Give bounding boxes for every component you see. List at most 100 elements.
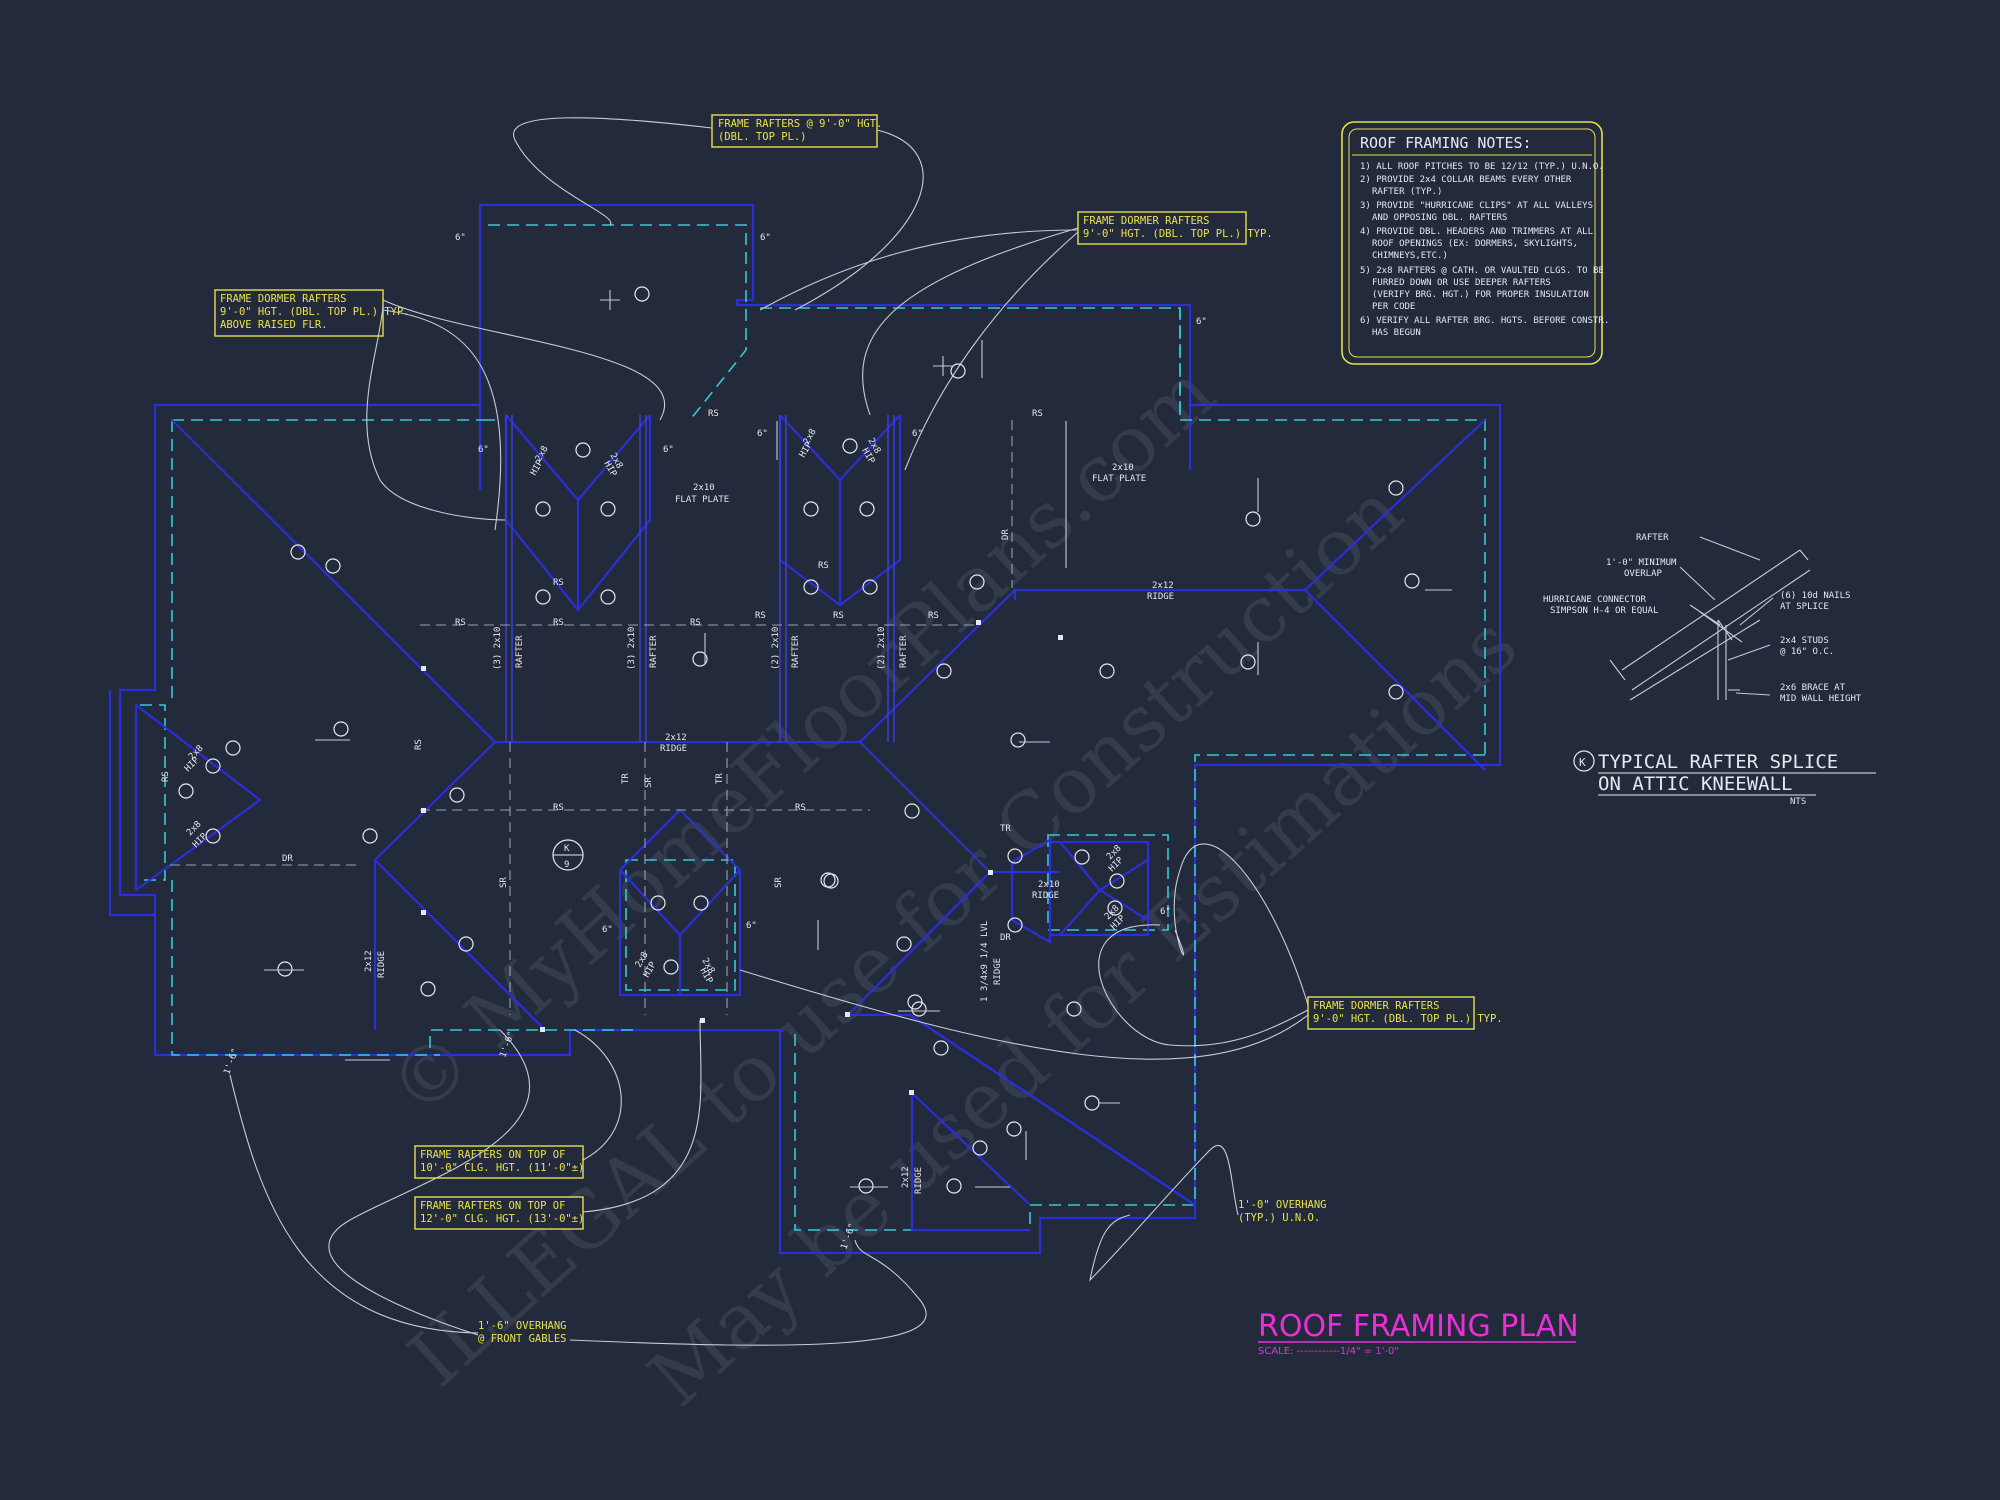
label-rafter-3x2x10-b: (3) 2x10	[627, 627, 637, 670]
plan-scale: SCALE: ------------1/4" = 1'-0"	[1258, 1346, 1399, 1357]
label-sr-1: SR	[499, 877, 509, 888]
detail-overlap-line-2: OVERLAP	[1624, 569, 1663, 579]
note-1-line-1: 1) ALL ROOF PITCHES TO BE 12/12 (TYP.) U…	[1360, 162, 1604, 172]
detail-studs-line-2: @ 16" O.C.	[1780, 647, 1834, 657]
detail-brace-line-2: MID WALL HEIGHT	[1780, 694, 1862, 704]
detail-nails-line-1: (6) 10d NAILS	[1780, 591, 1850, 601]
label-rs-v1: RS	[414, 739, 424, 750]
label-rs-3: RS	[455, 618, 466, 628]
label-rafter-3x2x10-a: (3) 2x10	[493, 627, 503, 670]
label-ridge-2: RIDGE	[660, 744, 687, 754]
detail-overlap-line-1: 1'-0" MINIMUM	[1606, 558, 1677, 568]
label-dr-3: DR	[1000, 933, 1011, 943]
detail-marker: K	[1579, 756, 1586, 769]
label-ridge-1: RIDGE	[1147, 592, 1174, 602]
plan-title: ROOF FRAMING PLAN	[1258, 1309, 1579, 1344]
note-3-line-2: AND OPPOSING DBL. RAFTERS	[1372, 213, 1507, 223]
note-5-line-1: 5) 2x8 RAFTERS @ CATH. OR VAULTED CLGS. …	[1360, 266, 1604, 276]
label-ridge-1-size: 2x12	[1152, 581, 1174, 591]
label-ridge-3: RIDGE	[1032, 891, 1059, 901]
callout-box-4: FRAME DORMER RAFTERS 9'-0" HGT. (DBL. TO…	[1307, 996, 1503, 1030]
label-rs-4: RS	[553, 618, 564, 628]
label-lvl-ridge: RIDGE	[993, 958, 1003, 985]
label-flat-plate-1-size: 2x10	[693, 483, 715, 493]
label-flat-plate-2-size: 2x10	[1112, 463, 1134, 473]
detail-hurricane-line-2: SIMPSON H-4 OR EQUAL	[1550, 606, 1658, 616]
note-4-line-3: CHIMNEYS,ETC.)	[1372, 251, 1448, 261]
label-rafter-b: RAFTER	[649, 635, 659, 668]
label-ridge-3-size: 2x10	[1038, 880, 1060, 890]
callout-2-line-1: FRAME DORMER RAFTERS	[220, 293, 346, 305]
callout-4-line-1: FRAME DORMER RAFTERS	[1313, 1000, 1439, 1012]
label-ridge-2-size: 2x12	[665, 733, 687, 743]
label-flat-plate-1: FLAT PLATE	[675, 495, 729, 505]
label-tr-1: TR	[621, 773, 631, 784]
label-6in-8: 6"	[602, 925, 613, 935]
note-5-line-3: (VERIFY BRG. HGT.) FOR PROPER INSULATION	[1372, 290, 1589, 300]
detail-title-line-2: ON ATTIC KNEEWALL	[1598, 773, 1792, 795]
label-dr-2: DR	[282, 854, 293, 864]
callout-5-line-1: FRAME RAFTERS ON TOP OF	[420, 1149, 565, 1161]
label-6in-4: 6"	[478, 445, 489, 455]
label-ridge-v2: RIDGE	[914, 1167, 924, 1194]
label-6in-5: 6"	[663, 445, 674, 455]
label-ridge-v1: RIDGE	[377, 951, 387, 978]
label-rs-v2: RS	[161, 771, 171, 782]
plan-title-block: ROOF FRAMING PLAN SCALE: ------------1/4…	[1258, 1309, 1579, 1357]
label-6in-10: 6"	[1160, 907, 1171, 917]
label-6in-6: 6"	[757, 429, 768, 439]
callout-1-line-2: (DBL. TOP PL.)	[718, 131, 807, 143]
rafter-splice-detail: RAFTER 1'-0" MINIMUM OVERLAP HURRICANE C…	[1543, 533, 1876, 807]
label-6in-3: 6"	[1196, 317, 1207, 327]
callout-box-6: FRAME RAFTERS ON TOP OF 12'-0" CLG. HGT.…	[414, 1196, 584, 1230]
note-2-line-2: RAFTER (TYP.)	[1372, 187, 1442, 197]
callout-6-line-1: FRAME RAFTERS ON TOP OF	[420, 1200, 565, 1212]
building-outline	[118, 203, 1502, 1255]
label-tr-2: TR	[715, 773, 725, 784]
label-rs-5: RS	[690, 618, 701, 628]
callout-2-line-2: 9'-0" HGT. (DBL. TOP PL.) TYP.	[220, 306, 410, 318]
label-lvl: 1 3/4x9 1/4 LVL	[980, 921, 990, 1002]
pitch-tags	[178, 286, 1452, 1194]
callout-4-line-2: 9'-0" HGT. (DBL. TOP PL.) TYP.	[1313, 1013, 1503, 1025]
note-4-line-1: 4) PROVIDE DBL. HEADERS AND TRIMMERS AT …	[1360, 227, 1593, 237]
note-6-line-1: 6) VERIFY ALL RAFTER BRG. HGTS. BEFORE C…	[1360, 316, 1609, 326]
detail-nts: NTS	[1790, 797, 1806, 807]
callout-3-line-1: FRAME DORMER RAFTERS	[1083, 215, 1209, 227]
callout-5-line-2: 10'-0" CLG. HGT. (11'-0"±)	[420, 1162, 584, 1174]
label-rs-8: RS	[928, 611, 939, 621]
callout-box-3: FRAME DORMER RAFTERS 9'-0" HGT. (DBL. TO…	[1077, 211, 1273, 245]
notes-title: ROOF FRAMING NOTES:	[1360, 134, 1532, 152]
watermark: © MyHomeFloorPlans.com ILLEGAL to use fo…	[372, 347, 1534, 1424]
label-sr-2: SR	[644, 777, 654, 788]
detail-title-line-1: TYPICAL RAFTER SPLICE	[1598, 751, 1838, 773]
label-rafter-2x2x10-a: (2) 2x10	[771, 627, 781, 670]
callout-box-5: FRAME RAFTERS ON TOP OF 10'-0" CLG. HGT.…	[414, 1145, 584, 1179]
detail-studs-line-1: 2x4 STUDS	[1780, 636, 1829, 646]
label-1ft6-1: 1'-6"	[222, 1047, 241, 1076]
label-6in-9: 6"	[746, 921, 757, 931]
label-flat-plate-2: FLAT PLATE	[1092, 474, 1146, 484]
note-2-line-1: 2) PROVIDE 2x4 COLLAR BEAMS EVERY OTHER	[1360, 175, 1572, 185]
label-rs-2: RS	[1032, 409, 1043, 419]
overhang-2-line-1: 1'-6" OVERHANG	[478, 1320, 567, 1332]
overhang-note-1: 1'-0" OVERHANG (TYP.) U.N.O.	[1238, 1199, 1327, 1224]
label-rafter-d: RAFTER	[899, 635, 909, 668]
label-rs-10: RS	[818, 561, 829, 571]
note-6-line-2: HAS BEGUN	[1372, 328, 1421, 338]
section-tag-k: K	[564, 844, 570, 854]
roof-framing-notes: ROOF FRAMING NOTES: 1) ALL ROOF PITCHES …	[1341, 121, 1609, 365]
detail-nails-line-2: AT SPLICE	[1780, 602, 1829, 612]
overhang-1-line-2: (TYP.) U.N.O.	[1238, 1212, 1320, 1224]
label-rs-12: RS	[795, 803, 806, 813]
label-tr-3: TR	[1000, 824, 1011, 834]
label-rs-6: RS	[755, 611, 766, 621]
detail-hurricane-line-1: HURRICANE CONNECTOR	[1543, 595, 1647, 605]
note-4-line-2: ROOF OPENINGS (EX: DORMERS, SKYLIGHTS,	[1372, 239, 1578, 249]
label-rs-7: RS	[833, 611, 844, 621]
overhang-1-line-1: 1'-0" OVERHANG	[1238, 1199, 1327, 1211]
label-rs-11: RS	[553, 803, 564, 813]
note-3-line-1: 3) PROVIDE "HURRICANE CLIPS" AT ALL VALL…	[1360, 201, 1593, 211]
leader-lines	[229, 117, 1309, 1346]
